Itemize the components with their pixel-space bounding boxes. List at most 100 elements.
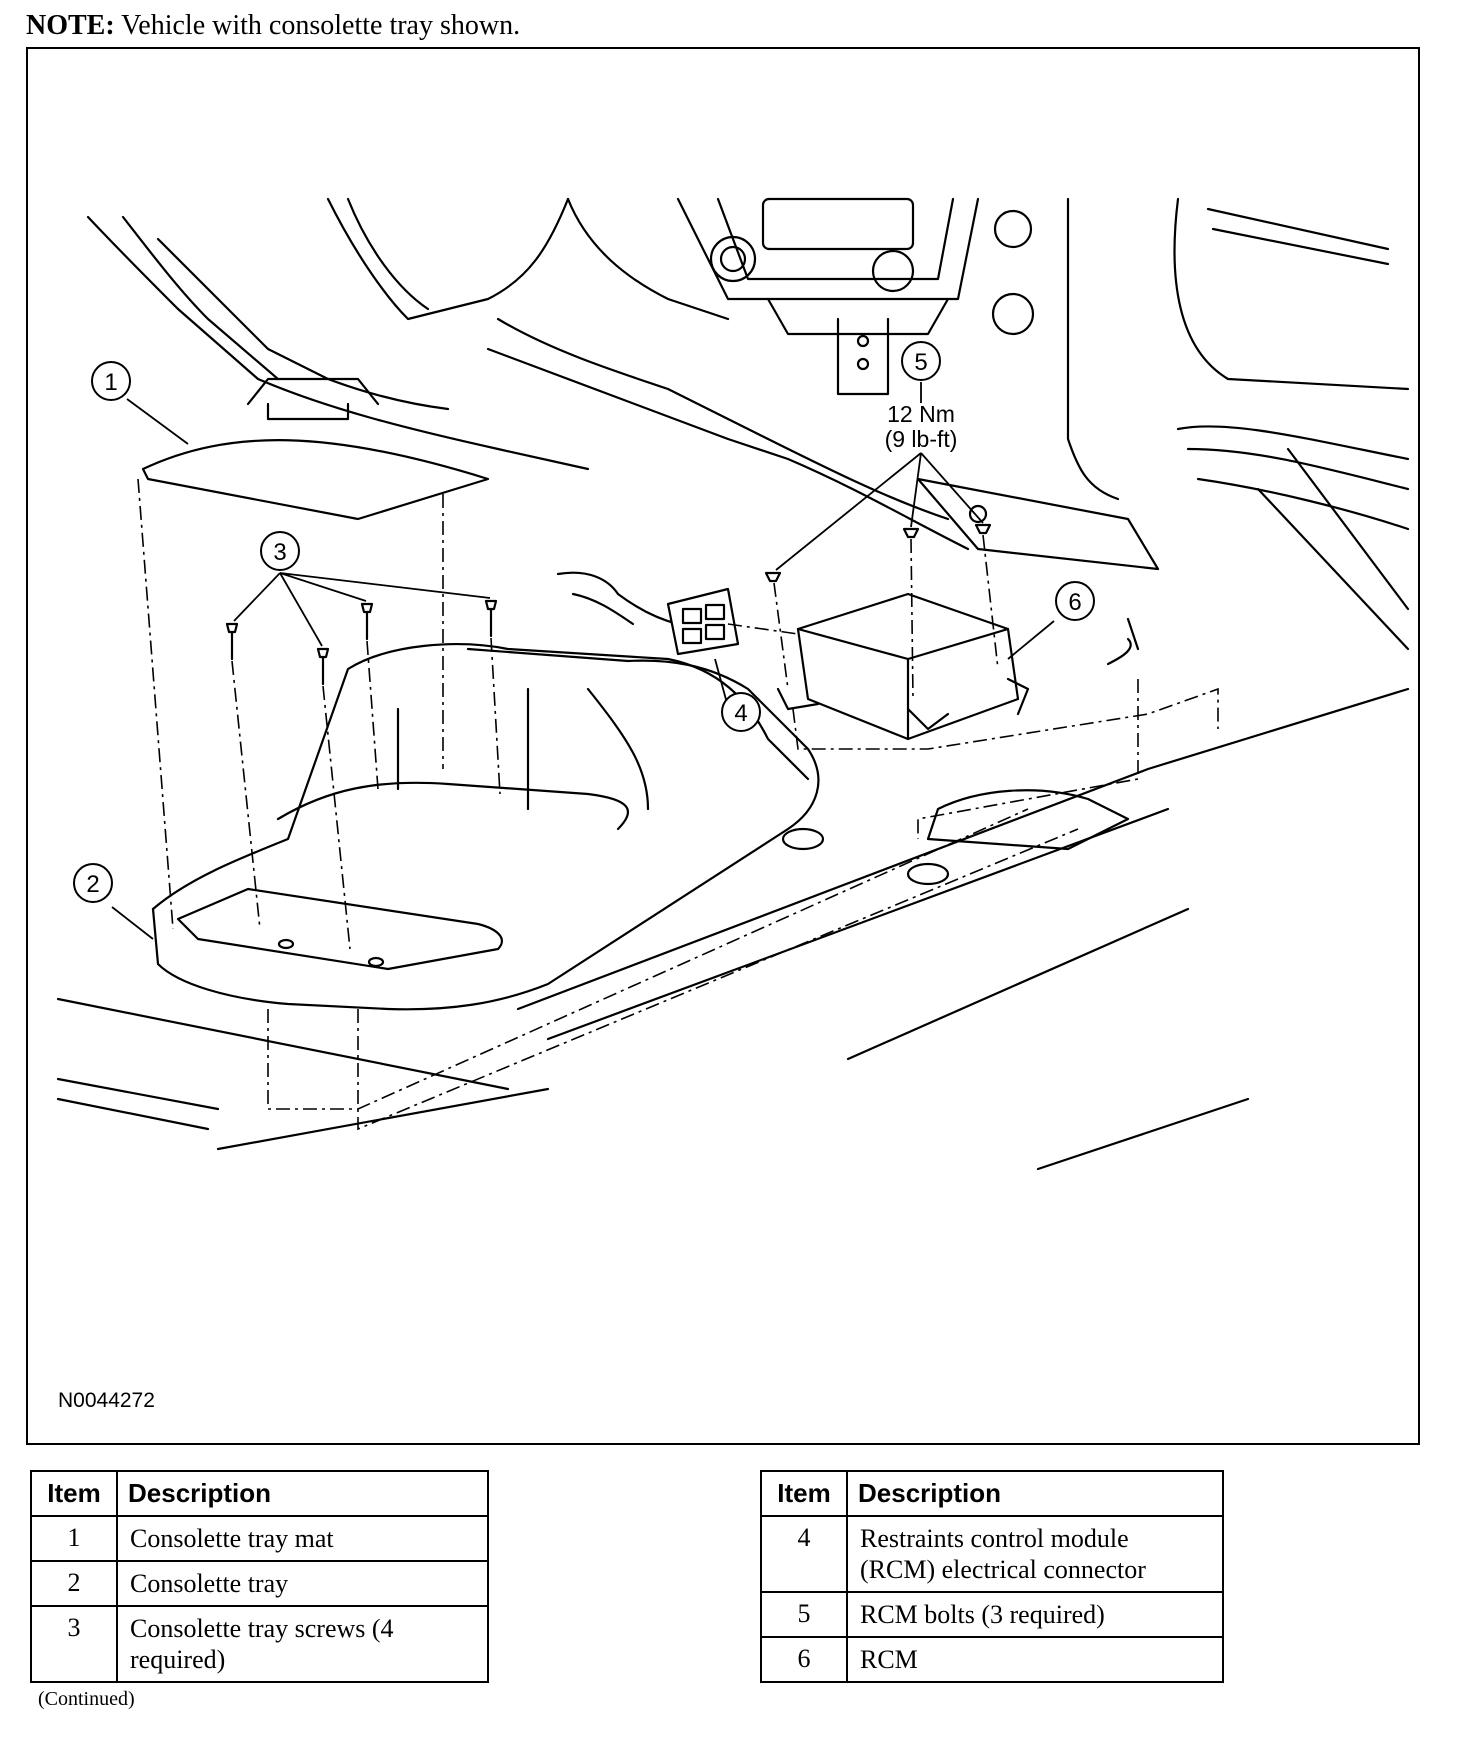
rcm-mounting-tab <box>906 707 950 731</box>
hvac-knob <box>719 245 747 273</box>
table-row: 6 RCM <box>760 1636 1224 1683</box>
callout-circle-3 <box>260 531 300 571</box>
table-row: 1 Consolette tray mat <box>30 1515 489 1562</box>
callout-leader <box>111 906 154 940</box>
alignment-line <box>366 640 379 790</box>
consolette-tray-pocket <box>176 887 503 971</box>
right-panel-edge <box>1176 425 1410 461</box>
table-cell-item: 4 <box>760 1515 848 1593</box>
dash-edge-line <box>121 215 280 381</box>
callout-circle-5 <box>901 341 941 381</box>
floor-stud-hole <box>906 862 950 886</box>
floor-line <box>846 907 1250 1171</box>
item-table-right: Item Description 4 Restraints control mo… <box>760 1470 1224 1683</box>
callout-label-2: 2 <box>86 871 99 898</box>
vent-slat <box>1206 207 1390 266</box>
table-header-item: Item <box>30 1470 118 1517</box>
connector-terminal <box>704 603 726 621</box>
table-cell-description: Consolette tray screws (4 required) <box>116 1605 489 1683</box>
alignment-line <box>490 637 501 795</box>
table-cell-description: RCM bolts (3 required) <box>846 1591 1224 1638</box>
right-panel-edge <box>1066 197 1120 501</box>
callout-label-3: 3 <box>273 539 286 566</box>
center-stack-outline <box>676 197 980 301</box>
callout-leader <box>1007 620 1055 660</box>
tunnel-edge <box>516 687 1410 1041</box>
bracket-hole <box>856 357 870 371</box>
radio-outline <box>716 197 955 281</box>
alignment-line <box>231 660 261 930</box>
table-cell-item: 2 <box>30 1560 118 1607</box>
callout-circle-2 <box>73 863 113 903</box>
table-row: 2 Consolette tray <box>30 1560 489 1607</box>
note-label: NOTE: <box>26 10 115 41</box>
callout-leader <box>775 452 984 571</box>
callout-label-1: 1 <box>104 369 117 396</box>
restraints-control-module <box>796 627 1010 741</box>
right-panel-edge <box>1256 447 1410 651</box>
illustration-frame: 1 2 3 4 5 6 12 Nm (9 lb-ft) N0044272 <box>26 47 1420 1445</box>
callout-leader <box>233 572 491 647</box>
center-stack-outline <box>766 297 950 336</box>
callout-circle-4 <box>721 692 761 732</box>
consolette-tray <box>396 687 650 811</box>
bracket-hole <box>856 334 870 348</box>
connector-terminal <box>704 623 726 641</box>
consolette-tray <box>151 643 810 911</box>
table-header-description: Description <box>116 1470 489 1517</box>
torque-spec-nm: 12 Nm <box>887 401 955 427</box>
dash-edge-line <box>156 237 450 411</box>
consolette-tray-mat <box>141 439 490 521</box>
dash-edge-line <box>346 197 430 311</box>
alignment-line <box>917 679 1139 839</box>
continued-note: (Continued) <box>38 1688 135 1710</box>
rcm-bolt <box>902 527 920 539</box>
dash-edge-line <box>86 215 590 471</box>
screw-hole <box>367 956 385 968</box>
wiring-harness <box>556 571 680 626</box>
table-cell-item: 1 <box>30 1515 118 1562</box>
table-header-row: Item Description <box>30 1470 489 1517</box>
consolette-tray-screw <box>225 622 239 661</box>
floor-line <box>56 997 550 1151</box>
note-text: Vehicle with consolette tray shown. <box>114 10 521 41</box>
table-row: 5 RCM bolts (3 required) <box>760 1591 1224 1638</box>
floor-bracket <box>916 477 1160 571</box>
radio-display <box>761 197 915 251</box>
table-header-description: Description <box>846 1470 1224 1517</box>
hvac-knob <box>871 249 915 293</box>
table-cell-description: Consolette tray <box>116 1560 489 1607</box>
floor-stud-hole <box>781 827 825 851</box>
floor-bracket <box>926 789 1130 851</box>
dash-edge-line <box>496 317 950 521</box>
consolette-tray-screw <box>316 647 330 686</box>
rcm-bolt <box>764 571 782 583</box>
alignment-line <box>137 478 174 930</box>
bracket <box>836 317 890 396</box>
wiring-harness <box>1106 637 1132 666</box>
callout-label-5: 5 <box>914 349 927 376</box>
alignment-line <box>727 623 799 635</box>
callout-leader <box>126 398 189 445</box>
right-panel-edge <box>1173 197 1410 391</box>
table-header-item: Item <box>760 1470 848 1517</box>
rcm-removal-illustration: 1 2 3 4 5 6 12 Nm (9 lb-ft) <box>56 197 1410 1171</box>
table-header-row: Item Description <box>760 1470 1224 1517</box>
dash-edge-line <box>486 347 970 551</box>
table-cell-item: 5 <box>760 1591 848 1638</box>
item-table-left: Item Description 1 Consolette tray mat 2… <box>30 1470 489 1683</box>
callout-label-6: 6 <box>1068 589 1081 616</box>
steering-column-shroud <box>326 197 570 321</box>
table-cell-item: 3 <box>30 1605 118 1683</box>
table-row: 3 Consolette tray screws (4 required) <box>30 1605 489 1683</box>
alignment-line <box>357 828 1079 1131</box>
consolette-tray <box>276 781 629 831</box>
wiring-harness <box>571 592 635 626</box>
screw-hole <box>277 938 295 950</box>
alignment-line <box>792 687 1219 750</box>
callout-circle-1 <box>91 361 131 401</box>
dash-edge-line <box>246 377 380 406</box>
note-line: NOTE: Vehicle with consolette tray shown… <box>26 10 520 42</box>
dash-edge-line <box>566 197 730 321</box>
wiring-harness <box>1126 617 1140 651</box>
